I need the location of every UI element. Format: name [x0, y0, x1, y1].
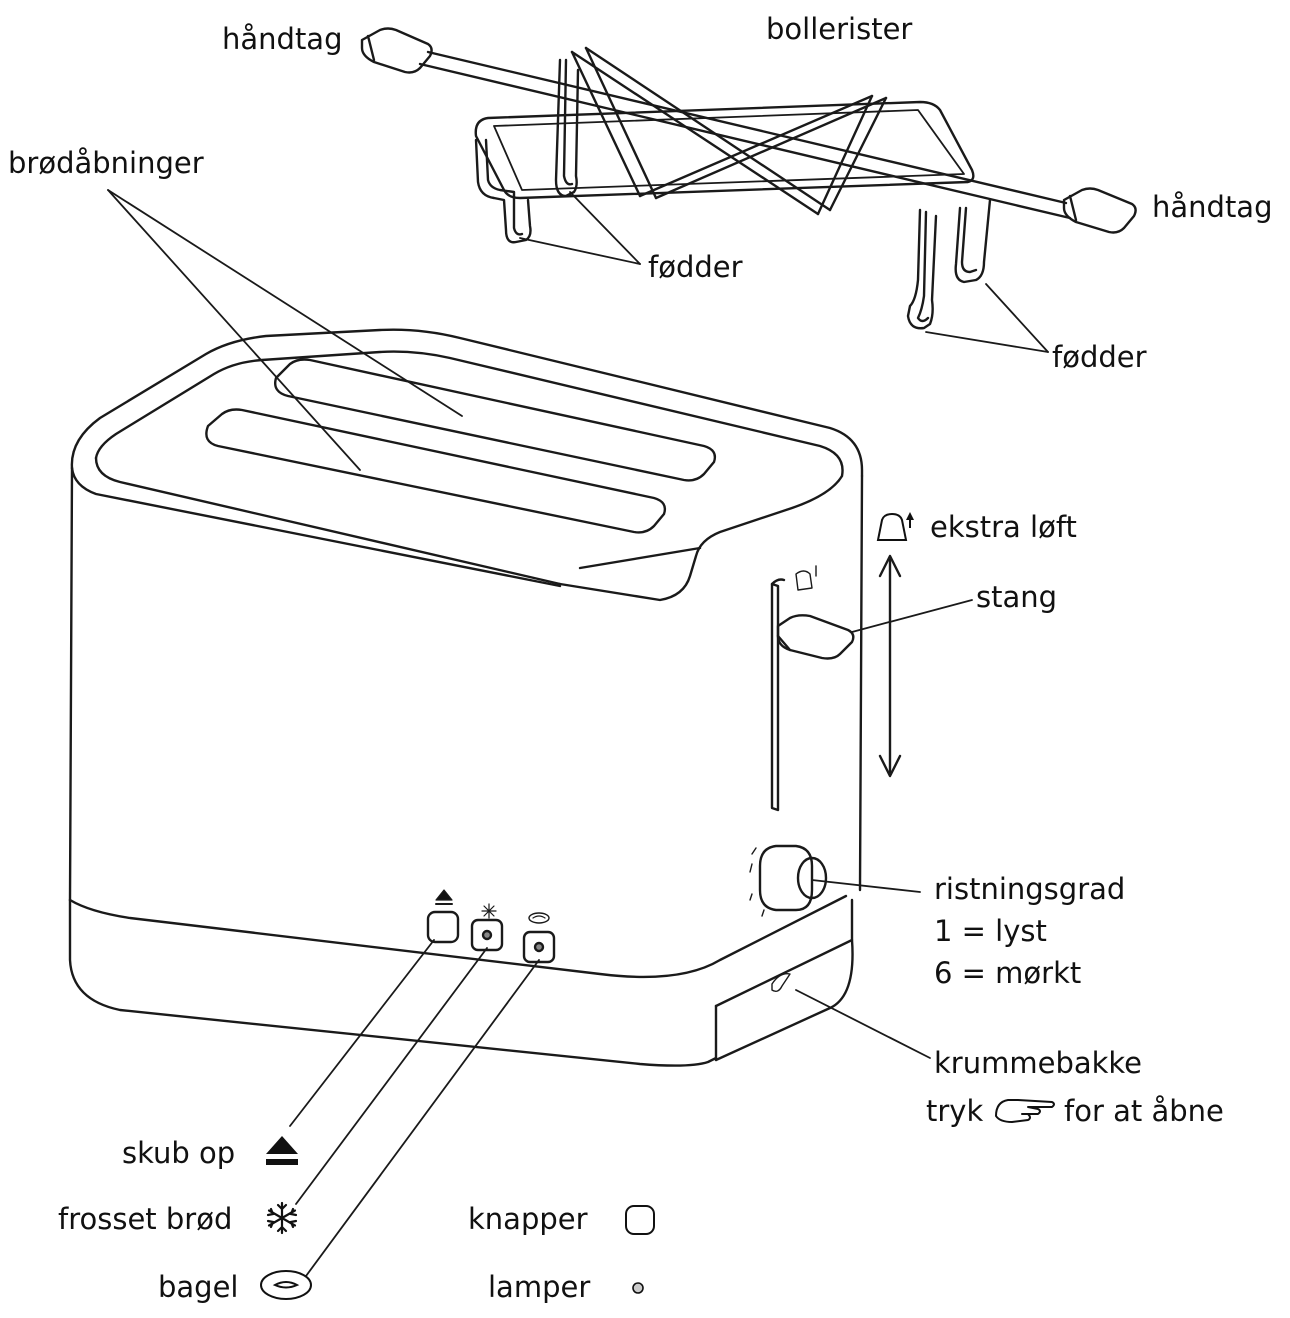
rounded-square-icon — [622, 1202, 658, 1238]
label-browning-dark: 6 = mørkt — [934, 956, 1082, 990]
label-frozen: frosset brød — [58, 1202, 233, 1236]
eject-icon — [262, 1130, 302, 1170]
label-bun-rack: bollerister — [766, 12, 913, 46]
label-lever: stang — [976, 580, 1058, 614]
bun-rack — [360, 27, 1137, 330]
label-feet-right: fødder — [1052, 340, 1147, 374]
label-extra-lift: ekstra løft — [930, 510, 1077, 544]
snowflake-icon — [264, 1200, 300, 1236]
label-bagel: bagel — [158, 1270, 239, 1304]
label-crumb-press: tryk — [926, 1094, 984, 1128]
label-handle-left: håndtag — [222, 22, 343, 56]
label-crumb-open: for at åbne — [1064, 1094, 1224, 1128]
label-crumb-tray: krummebakke — [934, 1046, 1143, 1080]
small-circle-icon — [630, 1280, 646, 1296]
label-eject: skub op — [122, 1136, 236, 1170]
bagel-icon — [258, 1268, 314, 1302]
label-buttons: knapper — [468, 1202, 588, 1236]
label-feet-left: fødder — [648, 250, 743, 284]
pointing-hand-icon — [992, 1092, 1058, 1128]
leader-lines — [107, 189, 1049, 1277]
label-browning: ristningsgrad — [934, 872, 1126, 906]
toaster-body — [68, 328, 864, 1067]
label-handle-right: håndtag — [1152, 190, 1273, 224]
label-lamps: lamper — [488, 1270, 591, 1304]
label-browning-light: 1 = lyst — [934, 914, 1047, 948]
lever-travel-arrow — [878, 554, 902, 778]
label-bread-slots: brødåbninger — [8, 146, 204, 180]
bread-up-icon — [874, 508, 914, 544]
